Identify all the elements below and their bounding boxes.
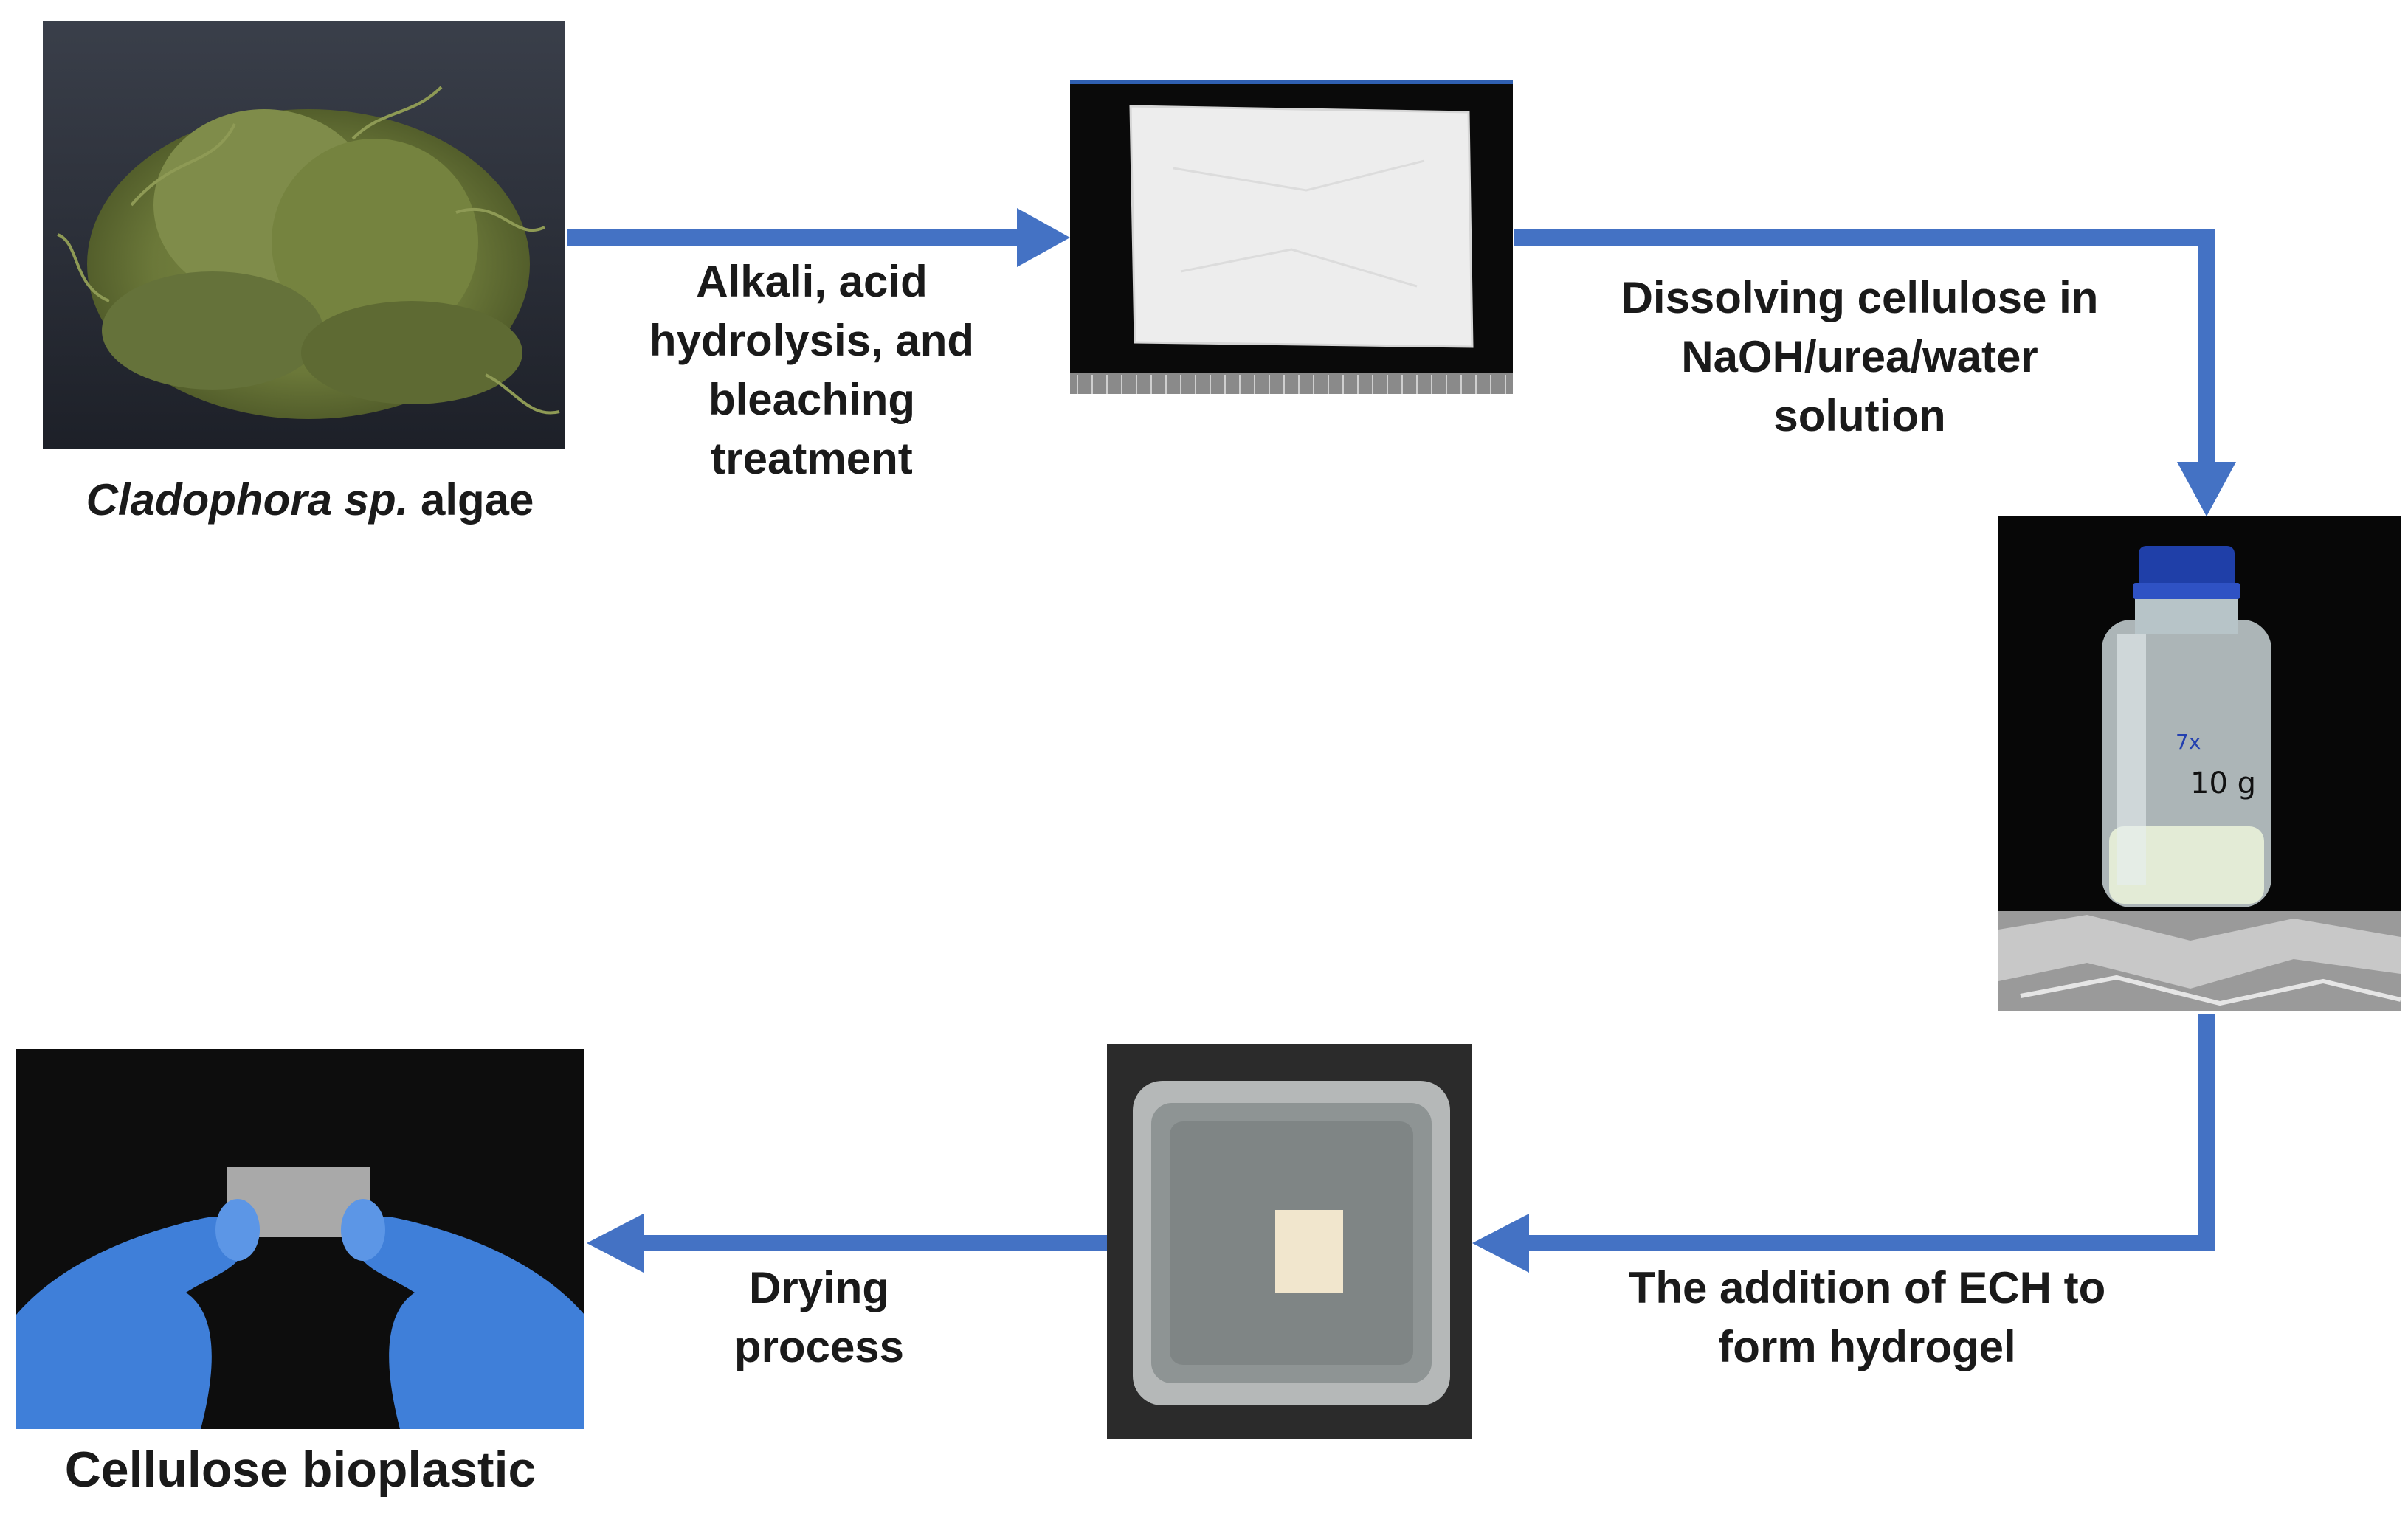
bioplastic-photo	[16, 1049, 584, 1429]
drying-step-label: Drying process	[734, 1263, 905, 1371]
algae-photo	[43, 21, 565, 449]
bleaching-step-label: Alkali, acid hydrolysis, and bleaching t…	[649, 257, 975, 483]
hydrogel-box-photo	[1107, 1044, 1472, 1439]
ech-step-label: The addition of ECH to form hydrogel	[1628, 1263, 2106, 1371]
arrowhead-3	[1472, 1214, 1529, 1273]
solution-bottle-photo: 7x 10 g	[1998, 516, 2401, 1011]
svg-text:10 g: 10 g	[2190, 767, 2256, 800]
bioplastic-caption: Cellulose bioplastic	[64, 1442, 537, 1498]
arrowhead-4	[587, 1214, 644, 1273]
arrow-paper-to-bottle	[1514, 229, 2215, 472]
dissolving-step-label: Dissolving cellulose in NaOH/urea/water …	[1621, 273, 2099, 440]
svg-text:7x: 7x	[2176, 730, 2201, 754]
arrowhead-2	[2177, 462, 2236, 516]
arrow-bottle-to-box	[1520, 1014, 2215, 1251]
cellulose-sheet-photo	[1070, 80, 1513, 394]
arrowhead-1	[1017, 208, 1070, 267]
algae-caption: Cladophora sp. algae	[86, 475, 534, 525]
